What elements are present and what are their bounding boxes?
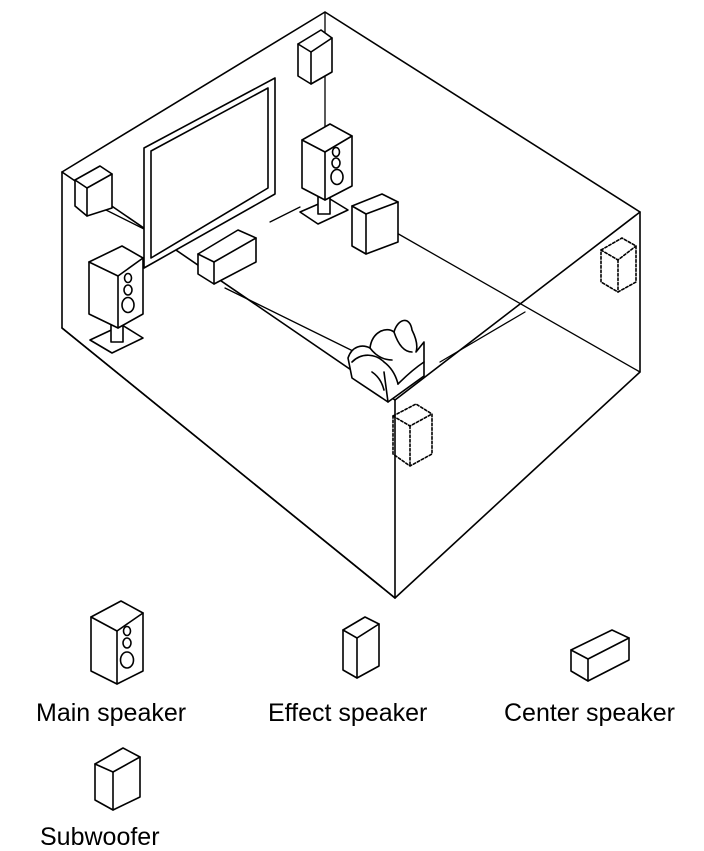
center-speaker-icon (570, 629, 630, 682)
main-speaker-right (299, 123, 353, 225)
center-speaker-label: Center speaker (504, 699, 675, 727)
effect-speaker-label: Effect speaker (268, 699, 428, 727)
effect-speaker-icon (342, 616, 380, 679)
armchair (347, 319, 425, 403)
effect-speaker-rear-left (392, 403, 433, 467)
main-speaker-icon (90, 600, 144, 685)
subwoofer-icon (94, 747, 141, 811)
main-speaker-label: Main speaker (36, 699, 187, 727)
center-speaker (197, 229, 257, 285)
subwoofer-label: Subwoofer (40, 823, 160, 851)
effect-speaker-front-left (74, 165, 113, 217)
room-outline (61, 11, 641, 599)
subwoofer (351, 193, 399, 255)
tv-screen (143, 77, 276, 269)
effect-speaker-rear-right (600, 237, 637, 293)
main-speaker-left (88, 245, 144, 354)
effect-speaker-front-right (297, 29, 333, 85)
